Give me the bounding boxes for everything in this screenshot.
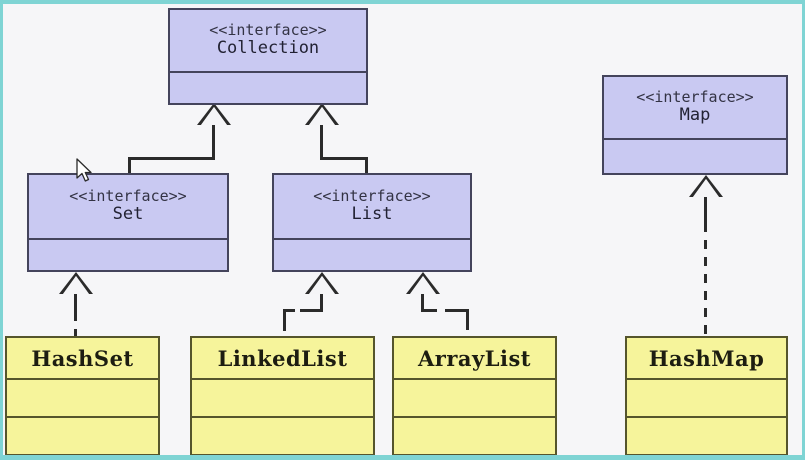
connector-hashmap-to-map-dashed: [704, 223, 707, 338]
connector-list-to-collection-vertical: [320, 125, 323, 160]
uml-class-hashmap[interactable]: HashMap: [625, 336, 788, 456]
uml-interface-list[interactable]: <<interface>> List: [272, 173, 472, 272]
connector-hashset-to-set-stub: [74, 294, 77, 314]
collection-header: <<interface>> Collection: [170, 10, 366, 73]
list-stereotype: <<interface>>: [313, 187, 431, 206]
canvas-edge-bottom: [0, 455, 805, 460]
linkedlist-attributes-compartment: [192, 380, 373, 418]
set-stereotype: <<interface>>: [69, 187, 187, 206]
connector-list-to-collection-drop: [365, 157, 368, 175]
uml-interface-collection[interactable]: <<interface>> Collection: [168, 8, 368, 105]
arraylist-header: ArrayList: [394, 338, 555, 380]
uml-class-hashset[interactable]: HashSet: [5, 336, 160, 456]
arraylist-methods-compartment: [394, 418, 555, 454]
connector-hashset-to-set-dashed: [74, 312, 77, 338]
connector-linkedlist-to-list-dashed: [283, 322, 286, 338]
arraylist-attributes-compartment: [394, 380, 555, 418]
hashset-name: HashSet: [31, 345, 134, 371]
mouse-cursor-icon: [76, 158, 92, 182]
connector-set-to-collection-drop: [128, 157, 131, 175]
linkedlist-methods-compartment: [192, 418, 373, 454]
connector-arraylist-to-list-dashed: [466, 321, 469, 338]
map-members-compartment: [604, 140, 786, 173]
connector-set-to-collection-vertical: [212, 125, 215, 160]
uml-interface-map[interactable]: <<interface>> Map: [602, 75, 788, 175]
canvas-edge-right: [802, 0, 805, 460]
hashmap-header: HashMap: [627, 338, 786, 380]
collection-members-compartment: [170, 73, 366, 103]
connector-arraylist-to-list-elbow2: [445, 309, 469, 312]
list-name: List: [351, 203, 393, 224]
connector-linkedlist-to-list-stub: [320, 294, 323, 312]
connector-linkedlist-to-list-drop: [283, 309, 286, 322]
uml-class-arraylist[interactable]: ArrayList: [392, 336, 557, 456]
connector-linkedlist-to-list-elbow: [300, 309, 323, 312]
map-header: <<interface>> Map: [604, 77, 786, 140]
connector-list-to-collection-horizontal: [320, 157, 368, 160]
set-members-compartment: [29, 240, 227, 270]
connector-arraylist-to-list-drop: [466, 309, 469, 323]
canvas-edge-left: [0, 0, 3, 460]
uml-interface-set[interactable]: <<interface>> Set: [27, 173, 229, 272]
map-name: Map: [679, 104, 711, 125]
map-stereotype: <<interface>>: [636, 88, 754, 107]
hashset-methods-compartment: [7, 418, 158, 454]
connector-hashmap-to-map-stub: [704, 197, 707, 225]
list-header: <<interface>> List: [274, 175, 470, 240]
connector-arraylist-to-list-elbow: [421, 309, 437, 312]
uml-class-linkedlist[interactable]: LinkedList: [190, 336, 375, 456]
collection-stereotype: <<interface>>: [209, 21, 327, 40]
connector-arraylist-to-list-stub: [421, 294, 424, 312]
linkedlist-header: LinkedList: [192, 338, 373, 380]
set-header: <<interface>> Set: [29, 175, 227, 240]
hashmap-methods-compartment: [627, 418, 786, 454]
hashset-attributes-compartment: [7, 380, 158, 418]
hashmap-name: HashMap: [648, 345, 765, 371]
set-name: Set: [112, 203, 144, 224]
linkedlist-name: LinkedList: [217, 345, 348, 371]
canvas-edge-top: [0, 0, 805, 4]
hashset-header: HashSet: [7, 338, 158, 380]
connector-set-to-collection-horizontal: [128, 157, 215, 160]
arraylist-name: ArrayList: [418, 345, 531, 371]
list-members-compartment: [274, 240, 470, 270]
collection-name: Collection: [216, 37, 320, 58]
connector-linkedlist-to-list-elbow2: [283, 309, 295, 312]
hashmap-attributes-compartment: [627, 380, 786, 418]
